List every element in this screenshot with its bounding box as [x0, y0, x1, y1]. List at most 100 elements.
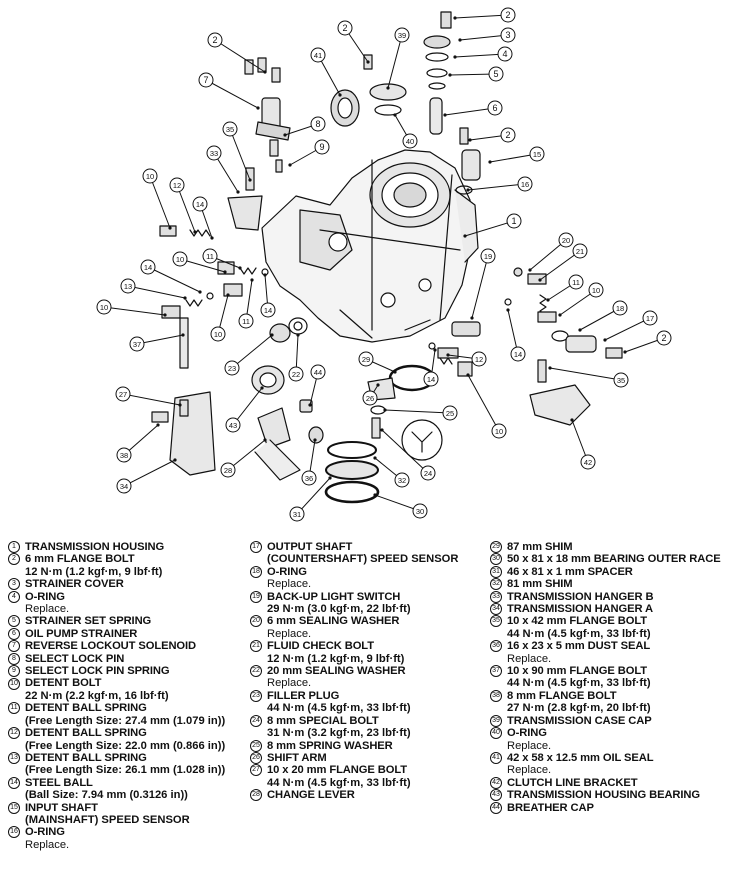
- leader-line-3: [459, 34, 509, 41]
- legend-number-2: 2: [8, 553, 20, 566]
- callout-21: 21: [572, 243, 588, 259]
- callout-24: 24: [420, 465, 436, 481]
- legend-number-28: 28: [250, 789, 262, 802]
- legend-number-35: 35: [490, 615, 502, 628]
- leader-tip-26: [376, 383, 380, 387]
- leader-line-35: [229, 128, 251, 181]
- callout-circle: [96, 299, 112, 315]
- leader-line-1: [464, 220, 515, 237]
- legend-note: Replace.: [267, 627, 312, 640]
- callout-circle: [169, 177, 185, 193]
- legend-part-name: CLUTCH LINE BRACKET: [507, 776, 638, 789]
- legend-number-33: 33: [490, 590, 502, 603]
- callout-label: 7: [203, 75, 208, 85]
- legend-number-10: 10: [8, 677, 20, 690]
- callout-label: 32: [398, 476, 406, 485]
- legend-part-name: 42 x 58 x 12.5 mm OIL SEAL: [507, 751, 654, 764]
- leader-tip-29: [393, 370, 397, 374]
- callout-14: 14: [260, 302, 276, 318]
- callout-label: 17: [646, 314, 654, 323]
- callout-12: 12: [169, 177, 185, 193]
- legend-spec: 44 N·m (4.5 kgf·m, 33 lbf·ft): [507, 677, 651, 690]
- callout-10: 10: [96, 299, 112, 315]
- legend-note: Replace.: [267, 677, 312, 690]
- legend-part-name: BREATHER CAP: [507, 801, 594, 814]
- legend-spec: 31 N·m (3.2 kgf·m, 23 lbf·ft): [267, 727, 411, 740]
- leader-tip-16: [466, 188, 470, 192]
- callout-circle: [225, 417, 241, 433]
- legend-note: Replace.: [507, 652, 552, 665]
- callout-11: 11: [568, 274, 584, 290]
- legend-number-5: 5: [8, 615, 20, 628]
- callout-label: 43: [229, 421, 237, 430]
- callout-10: 10: [142, 168, 158, 184]
- legend-number-21: 21: [250, 640, 262, 653]
- callout-label: 23: [228, 364, 236, 373]
- leader-tip-43: [260, 386, 264, 390]
- legend-number-25: 25: [250, 739, 262, 752]
- callout-circle: [568, 274, 584, 290]
- leader-tip-37: [181, 333, 185, 337]
- leader-tip-1: [463, 234, 467, 238]
- legend-number-14: 14: [8, 776, 20, 789]
- legend-part-name: 8 mm FLANGE BOLT: [507, 689, 617, 702]
- leader-tip-9: [288, 163, 292, 167]
- callout-circle: [500, 7, 516, 23]
- leader-tip-2: [623, 350, 627, 354]
- callout-circle: [423, 371, 439, 387]
- callout-2: 2: [500, 127, 516, 143]
- callout-label: 29: [362, 355, 370, 364]
- leader-tip-10: [168, 226, 172, 230]
- callout-circle: [529, 146, 545, 162]
- legend-part-name: DETENT BALL SPRING: [25, 751, 147, 764]
- callout-circle: [310, 47, 326, 63]
- callout-39: 39: [394, 27, 410, 43]
- leader-line-18: [579, 307, 621, 331]
- callout-label: 8: [315, 119, 320, 129]
- callout-37: 37: [129, 336, 145, 352]
- callout-label: 26: [366, 394, 374, 403]
- callout-label: 14: [196, 200, 204, 209]
- legend-part-name: BACK-UP LIGHT SWITCH: [267, 590, 401, 603]
- callout-label: 1: [511, 216, 516, 226]
- callout-circle: [480, 248, 496, 264]
- legend-spec: 12 N·m (1.2 kgf·m, 9 lbf·ft): [267, 652, 405, 665]
- legend-part-name: SELECT LOCK PIN SPRING: [25, 665, 170, 678]
- leader-line-35: [549, 367, 622, 381]
- legend-number-32: 32: [490, 578, 502, 591]
- callout-label: 28: [224, 466, 232, 475]
- leader-tip-35: [548, 366, 552, 370]
- leader-tip-28: [263, 438, 267, 442]
- legend-spec: (Free Length Size: 26.1 mm (1.028 in)): [25, 764, 226, 777]
- callout-circle: [572, 243, 588, 259]
- callout-14: 14: [192, 196, 208, 212]
- callout-12: 12: [471, 351, 487, 367]
- legend-part-name: 10 x 90 mm FLANGE BOLT: [507, 665, 647, 678]
- callout-2: 2: [656, 330, 672, 346]
- leader-tip-33: [236, 190, 240, 194]
- leader-line-25: [384, 409, 451, 414]
- leader-tip-32: [373, 456, 377, 460]
- callout-19: 19: [480, 248, 496, 264]
- callout-circle: [517, 176, 533, 192]
- exploded-view-diagram: 2345627894123940353310121421516120211911…: [96, 7, 672, 522]
- legend-number-39: 39: [490, 714, 502, 727]
- legend-number-17: 17: [250, 541, 262, 554]
- legend-number-23: 23: [250, 689, 262, 702]
- callout-10: 10: [172, 251, 188, 267]
- right-side-parts-drawing: [451, 127, 623, 426]
- callout-23: 23: [224, 360, 240, 376]
- leader-tip-8: [283, 133, 287, 137]
- legend-part-name: 10 x 20 mm FLANGE BOLT: [267, 764, 407, 777]
- legend-number-19: 19: [250, 590, 262, 603]
